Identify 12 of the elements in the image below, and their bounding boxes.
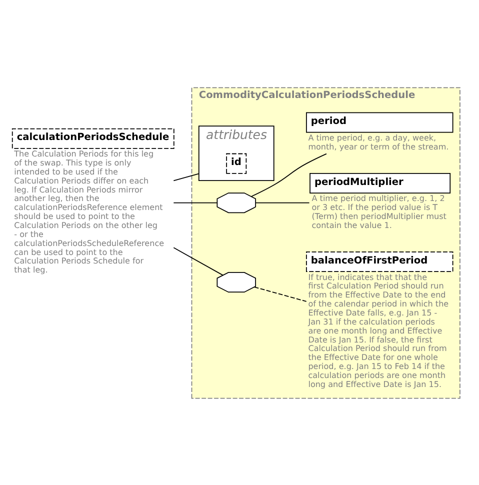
connector bbox=[255, 202, 310, 203]
node-label: A time period, e.g. a day, week, month, year or term of the stream. bbox=[308, 133, 449, 151]
node-label: A time period multiplier, e.g. 1, 2 or 3 etc. If the period value is T (Term) then periodMultiplier must contain the value 1. bbox=[312, 194, 446, 230]
connector bbox=[173, 246, 224, 276]
node-label: The Calculation Periods for this leg of the swap. This type is only intended to be used if the Calculation Periods differ on each leg. If Calculation Periods mirror another leg, then the calculationPeriodsReference element should be used to point to the Calculation Periods on the other leg - or the calculationPeriodsScheduleReference can be used to point to the Calculation Periods Schedule for that leg. bbox=[14, 149, 164, 274]
node-octagon bbox=[216, 192, 256, 213]
connector bbox=[250, 152, 327, 196]
node-octagon bbox=[216, 272, 256, 292]
connector bbox=[173, 202, 218, 203]
connector bbox=[173, 172, 200, 181]
connector bbox=[254, 286, 307, 302]
node-label: If true, indicates that that the first Calculation Period should run from the Effective Date to the end of the calendar period in which the Effective Date falls, e.g. Jan 15 - Jan 31 if the calculation periods are one month long and Effective Date is Jan 15. If false, the first Calculation Period should run from the Effective Date for one whole period, e.g. Jan 15 to Feb 14 if the calculation periods are one month long and Effective Date is Jan 15. bbox=[308, 272, 449, 388]
